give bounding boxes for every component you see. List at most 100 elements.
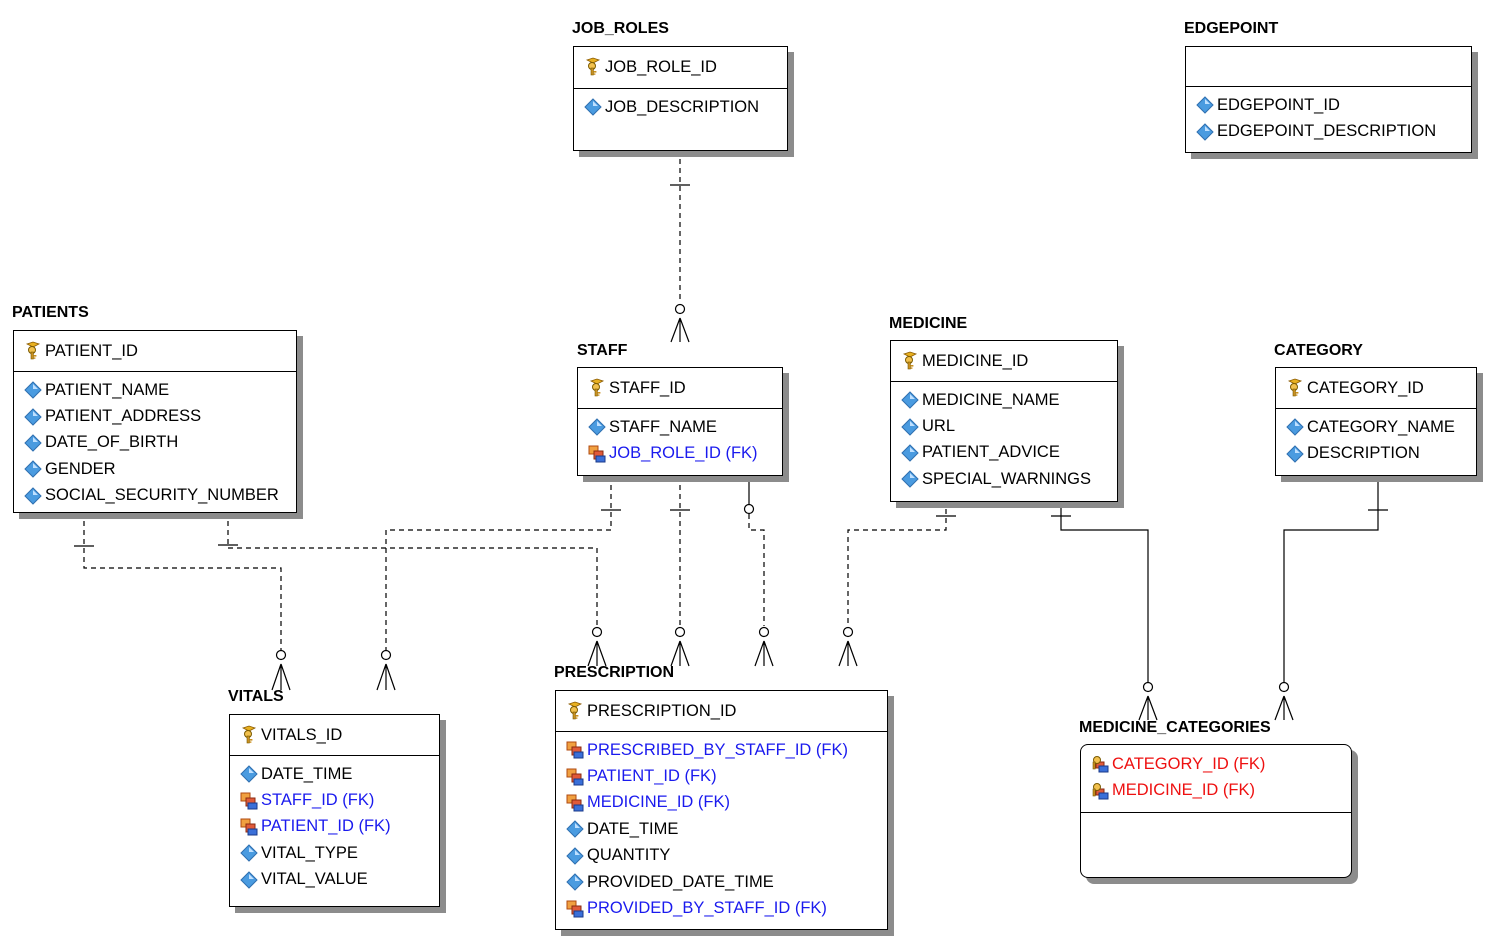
column-row[interactable]: VITALS_ID	[239, 722, 439, 748]
attribute-diamond-icon	[1195, 122, 1215, 142]
column-row[interactable]: PATIENT_ID	[23, 338, 296, 364]
primary-key-icon	[583, 57, 603, 77]
zero-marker	[743, 503, 755, 515]
attribute-diamond-icon	[239, 843, 259, 863]
attribute-diamond-icon	[1195, 95, 1215, 115]
column-row[interactable]: PATIENT_NAME	[23, 377, 296, 403]
zero-marker	[674, 626, 686, 638]
many-crowfoot	[587, 640, 607, 667]
zero-marker	[842, 626, 854, 638]
foreign-key-icon	[239, 791, 259, 811]
column-row[interactable]: CATEGORY_NAME	[1285, 414, 1476, 440]
attribute-section: PRESCRIBED_BY_STAFF_ID (FK) PATIENT_ID (F…	[556, 732, 887, 929]
column-name: VITAL_TYPE	[261, 843, 358, 862]
column-row[interactable]: JOB_DESCRIPTION	[583, 94, 787, 120]
entity-title: PRESCRIPTION	[554, 664, 675, 681]
column-row[interactable]: PROVIDED_BY_STAFF_ID (FK)	[565, 895, 887, 921]
column-name: STAFF_NAME	[609, 417, 717, 436]
entity-box[interactable]: JOB_ROLE_ID JOB_DESCRIPTION	[573, 46, 788, 151]
column-row[interactable]: MEDICINE_ID (FK)	[1090, 777, 1351, 803]
column-row[interactable]: PATIENT_ID (FK)	[239, 814, 439, 840]
entity-box[interactable]: CATEGORY_ID CATEGORY_NAME DESCRIPTION	[1275, 367, 1477, 476]
column-row[interactable]: STAFF_ID (FK)	[239, 787, 439, 813]
column-row[interactable]: PRESCRIBED_BY_STAFF_ID (FK)	[565, 737, 887, 763]
column-row[interactable]: PROVIDED_DATE_TIME	[565, 869, 887, 895]
key-section: JOB_ROLE_ID	[574, 47, 787, 89]
foreign-key-icon	[565, 740, 585, 760]
column-row[interactable]: DATE_OF_BIRTH	[23, 430, 296, 456]
column-row[interactable]: EDGEPOINT_ID	[1195, 92, 1471, 118]
column-row[interactable]: VITAL_TYPE	[239, 840, 439, 866]
many-crowfoot	[670, 317, 690, 343]
entity-title: CATEGORY	[1274, 342, 1363, 359]
attribute-section: CATEGORY_NAME DESCRIPTION	[1276, 409, 1476, 475]
column-name: CATEGORY_NAME	[1307, 417, 1455, 436]
column-row[interactable]: PATIENT_ID (FK)	[565, 763, 887, 789]
column-row[interactable]: DESCRIPTION	[1285, 440, 1476, 466]
column-row[interactable]: SPECIAL_WARNINGS	[900, 466, 1117, 492]
column-row[interactable]: QUANTITY	[565, 843, 887, 869]
column-row[interactable]: PATIENT_ADVICE	[900, 440, 1117, 466]
key-section	[1186, 47, 1471, 87]
column-name: DATE_OF_BIRTH	[45, 433, 179, 452]
primary-key-icon	[587, 378, 607, 398]
attribute-diamond-icon	[900, 443, 920, 463]
key-section: PRESCRIPTION_ID	[556, 691, 887, 732]
many-crowfoot	[670, 640, 690, 667]
attribute-diamond-icon	[900, 390, 920, 410]
entity-box[interactable]: CATEGORY_ID (FK)MEDICINE_ID (FK)	[1080, 744, 1352, 878]
entity-title: JOB_ROLES	[572, 20, 669, 37]
column-name: JOB_ROLE_ID (FK)	[609, 444, 758, 463]
key-section: VITALS_ID	[230, 715, 439, 756]
column-name: STAFF_ID	[609, 378, 686, 397]
zero-marker	[275, 649, 287, 661]
column-row[interactable]: URL	[900, 413, 1117, 439]
entity-box[interactable]: PRESCRIPTION_ID PRESCRIBED_BY_STAFF_ID (F…	[555, 690, 888, 930]
entity-title: MEDICINE	[889, 315, 968, 332]
column-row[interactable]: MEDICINE_ID	[900, 348, 1117, 374]
column-row[interactable]: CATEGORY_ID	[1285, 375, 1476, 401]
attribute-diamond-icon	[23, 380, 43, 400]
many-crowfoot	[838, 640, 858, 667]
attribute-diamond-icon	[565, 872, 585, 892]
column-name: PROVIDED_BY_STAFF_ID (FK)	[587, 899, 827, 918]
column-name: EDGEPOINT_ID	[1217, 95, 1340, 114]
attribute-diamond-icon	[1285, 417, 1305, 437]
column-row[interactable]: DATE_TIME	[565, 816, 887, 842]
column-name: SOCIAL_SECURITY_NUMBER	[45, 486, 279, 505]
column-row[interactable]: SOCIAL_SECURITY_NUMBER	[23, 483, 296, 509]
foreign-key-icon	[565, 793, 585, 813]
rel-staff-prescription2-line	[748, 514, 765, 626]
column-name: SPECIAL_WARNINGS	[922, 469, 1092, 488]
attribute-diamond-icon	[239, 764, 259, 784]
column-name: PATIENT_ID (FK)	[261, 817, 391, 836]
entity-title: VITALS	[228, 688, 284, 705]
column-row[interactable]: CATEGORY_ID (FK)	[1090, 751, 1351, 777]
column-name: PATIENT_ID (FK)	[587, 767, 717, 786]
column-row[interactable]: PATIENT_ADDRESS	[23, 403, 296, 429]
column-row[interactable]: PRESCRIPTION_ID	[565, 698, 887, 724]
zero-marker	[380, 649, 392, 661]
column-row[interactable]: STAFF_NAME	[587, 414, 782, 440]
column-row[interactable]: EDGEPOINT_DESCRIPTION	[1195, 118, 1471, 144]
column-row[interactable]: MEDICINE_NAME	[900, 387, 1117, 413]
column-row[interactable]: DATE_TIME	[239, 761, 439, 787]
zero-marker	[758, 626, 770, 638]
column-row[interactable]: JOB_ROLE_ID (FK)	[587, 440, 782, 466]
entity-box[interactable]: STAFF_ID STAFF_NAME JOB_ROLE_ID (FK)	[577, 367, 783, 476]
entity-box[interactable]: EDGEPOINT_ID EDGEPOINT_DESCRIPTION	[1185, 46, 1472, 153]
attribute-diamond-icon	[1285, 444, 1305, 464]
column-row[interactable]: MEDICINE_ID (FK)	[565, 790, 887, 816]
key-section: PATIENT_ID	[14, 331, 296, 372]
column-row[interactable]: STAFF_ID	[587, 375, 782, 401]
column-row[interactable]: GENDER	[23, 456, 296, 482]
column-row[interactable]: VITAL_VALUE	[239, 867, 439, 893]
primary-foreign-key-icon	[1090, 781, 1110, 801]
column-row[interactable]: JOB_ROLE_ID	[583, 54, 787, 80]
column-name: JOB_ROLE_ID	[605, 57, 717, 76]
